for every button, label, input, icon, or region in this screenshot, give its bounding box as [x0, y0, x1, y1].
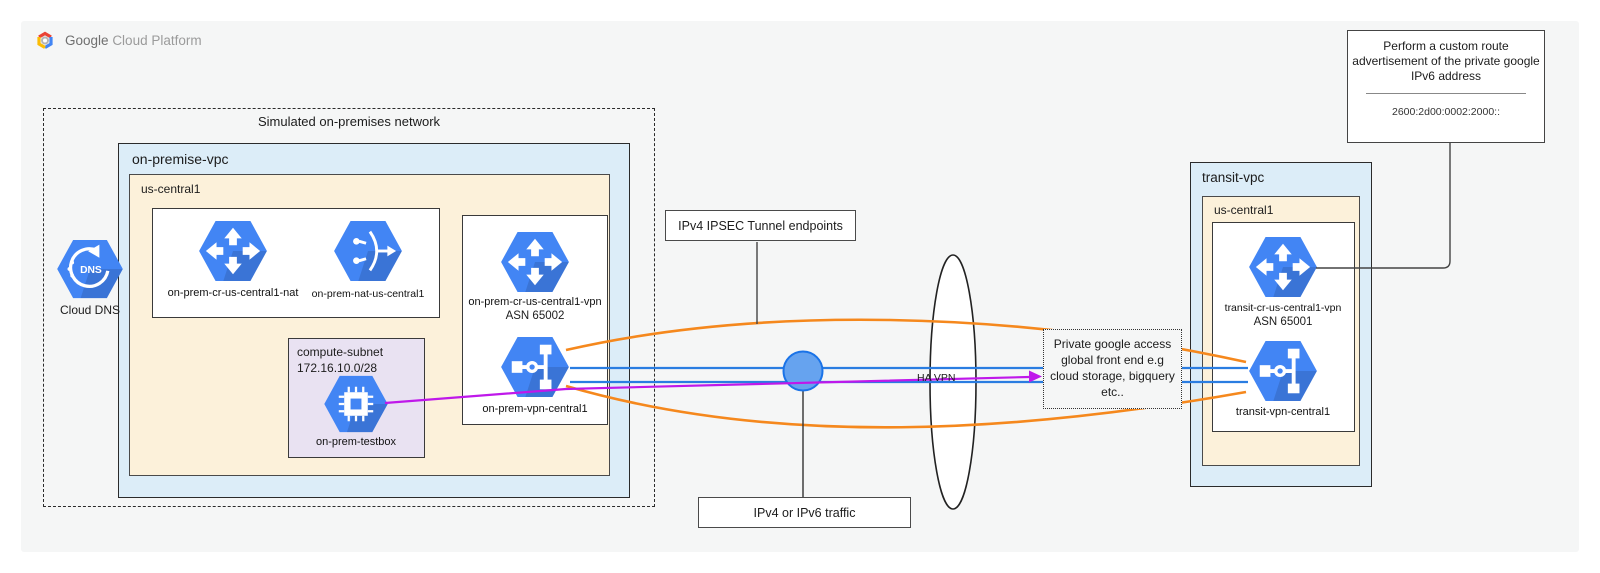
- gcp-logo: Google Cloud Platform: [33, 30, 202, 51]
- subnet-cidr: 172.16.10.0/28: [297, 361, 378, 375]
- transit-vpc-label: transit-vpc: [1202, 170, 1265, 185]
- onprem-vpn-router-label: on-prem-cr-us-central1-vpn: [468, 296, 602, 308]
- callout-divider: [1366, 93, 1526, 94]
- cloud-router-icon: [1249, 236, 1317, 298]
- pga-line-3: cloud storage, bigquery: [1050, 369, 1175, 383]
- ipsec-endpoints-label-box: IPv4 IPSEC Tunnel endpoints: [665, 210, 856, 241]
- onprem-vpc-label: on-premise-vpc: [132, 151, 229, 167]
- callout-line-1: Perform a custom route: [1383, 39, 1509, 53]
- pga-line-1: Private google access: [1053, 337, 1172, 351]
- callout-line-2: advertisement of the private google: [1352, 54, 1540, 68]
- onprem-region-label: us-central1: [141, 182, 201, 196]
- transit-router-label: transit-cr-us-central1-vpn: [1224, 302, 1342, 314]
- onprem-vpn-gateway-label: on-prem-vpn-central1: [482, 403, 588, 415]
- compute-engine-icon: [324, 375, 388, 433]
- cloud-dns-icon: DNS: [57, 239, 123, 299]
- traffic-label-box: IPv4 or IPv6 traffic: [698, 497, 911, 528]
- logo-text-google: Google: [65, 33, 109, 48]
- cloud-dns-label: Cloud DNS: [59, 303, 121, 317]
- callout-address: 2600:2d00:0002:2000::: [1391, 106, 1501, 118]
- callout-box: Perform a custom route advertisement of …: [1347, 30, 1545, 143]
- cloud-vpn-icon: [1249, 340, 1317, 402]
- private-google-access-box: Private google access global front end e…: [1043, 329, 1182, 409]
- gcp-hexagon-icon: [37, 31, 53, 49]
- logo-text-platform: Cloud Platform: [112, 33, 202, 48]
- dns-glyph-text: DNS: [80, 265, 102, 276]
- subnet-title: compute-subnet: [297, 345, 384, 359]
- testbox-label: on-prem-testbox: [315, 436, 397, 448]
- transit-region-label: us-central1: [1214, 203, 1274, 217]
- cloud-router-icon: [501, 231, 569, 293]
- transit-router-asn: ASN 65001: [1253, 316, 1313, 328]
- cloud-router-icon: [199, 220, 267, 282]
- onprem-dashed-container: [43, 108, 655, 507]
- transit-vpn-label: transit-vpn-central1: [1235, 406, 1331, 418]
- pga-line-4: etc..: [1101, 385, 1124, 399]
- ipsec-endpoints-label: IPv4 IPSEC Tunnel endpoints: [678, 218, 843, 233]
- onprem-vpn-router-asn: ASN 65002: [505, 310, 565, 322]
- havpn-label: HA VPN: [917, 372, 956, 384]
- onprem-container-label: Simulated on-premises network: [257, 114, 441, 129]
- cloud-nat-icon: [334, 220, 402, 282]
- diagram-canvas: Google Cloud Platform Simulated on-premi…: [21, 21, 1579, 552]
- onprem-nat-label: on-prem-nat-us-central1: [311, 288, 425, 300]
- onprem-router-nat-label: on-prem-cr-us-central1-nat: [167, 287, 299, 299]
- pga-line-2: global front end e.g: [1061, 353, 1164, 367]
- cloud-vpn-icon: [501, 336, 569, 398]
- callout-line-3: IPv6 address: [1410, 69, 1482, 83]
- traffic-label: IPv4 or IPv6 traffic: [753, 505, 856, 520]
